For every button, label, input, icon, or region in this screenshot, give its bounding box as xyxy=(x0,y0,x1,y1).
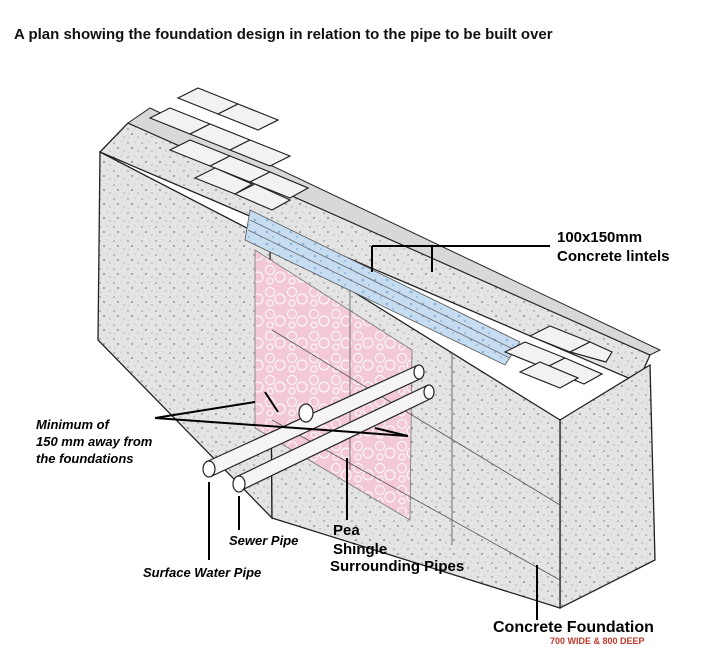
minimum-label-line2: 150 mm away from xyxy=(36,434,153,449)
minimum-distance-label: Minimum of 150 mm away from the foundati… xyxy=(36,416,152,467)
pea-label: Pea xyxy=(333,522,360,539)
page-title: A plan showing the foundation design in … xyxy=(14,26,553,43)
minimum-label-line1: Minimum of xyxy=(36,417,109,432)
pea-shingle-label: Pea Shingle xyxy=(333,521,387,559)
concrete-foundation-label: Concrete Foundation xyxy=(493,619,654,636)
surface-water-pipe xyxy=(202,364,425,478)
brick-stack-left xyxy=(148,87,310,211)
lintels-label-line1: 100x150mm xyxy=(557,229,643,246)
surrounding-pipes-label: Surrounding Pipes xyxy=(330,558,465,575)
lintels-label-line2: Concrete lintels xyxy=(557,248,670,265)
brick-stack-right xyxy=(503,325,613,389)
foundation-size-label: 700 WIDE & 800 DEEP xyxy=(550,636,645,646)
upper-pipe-end xyxy=(298,403,314,423)
lintel-band xyxy=(244,209,521,366)
leader-lines xyxy=(154,245,550,620)
minimum-label-line3: the foundations xyxy=(36,451,134,466)
sewer-pipe-label: Sewer Pipe xyxy=(229,533,299,548)
right-end-face xyxy=(559,363,656,610)
shingle-label: Shingle xyxy=(333,541,388,558)
lintels-label: 100x150mm Concrete lintels xyxy=(557,228,670,266)
pea-shingle-fill xyxy=(254,249,413,521)
sewer-pipe xyxy=(232,384,435,493)
surface-water-pipe-label: Surface Water Pipe xyxy=(143,565,262,580)
